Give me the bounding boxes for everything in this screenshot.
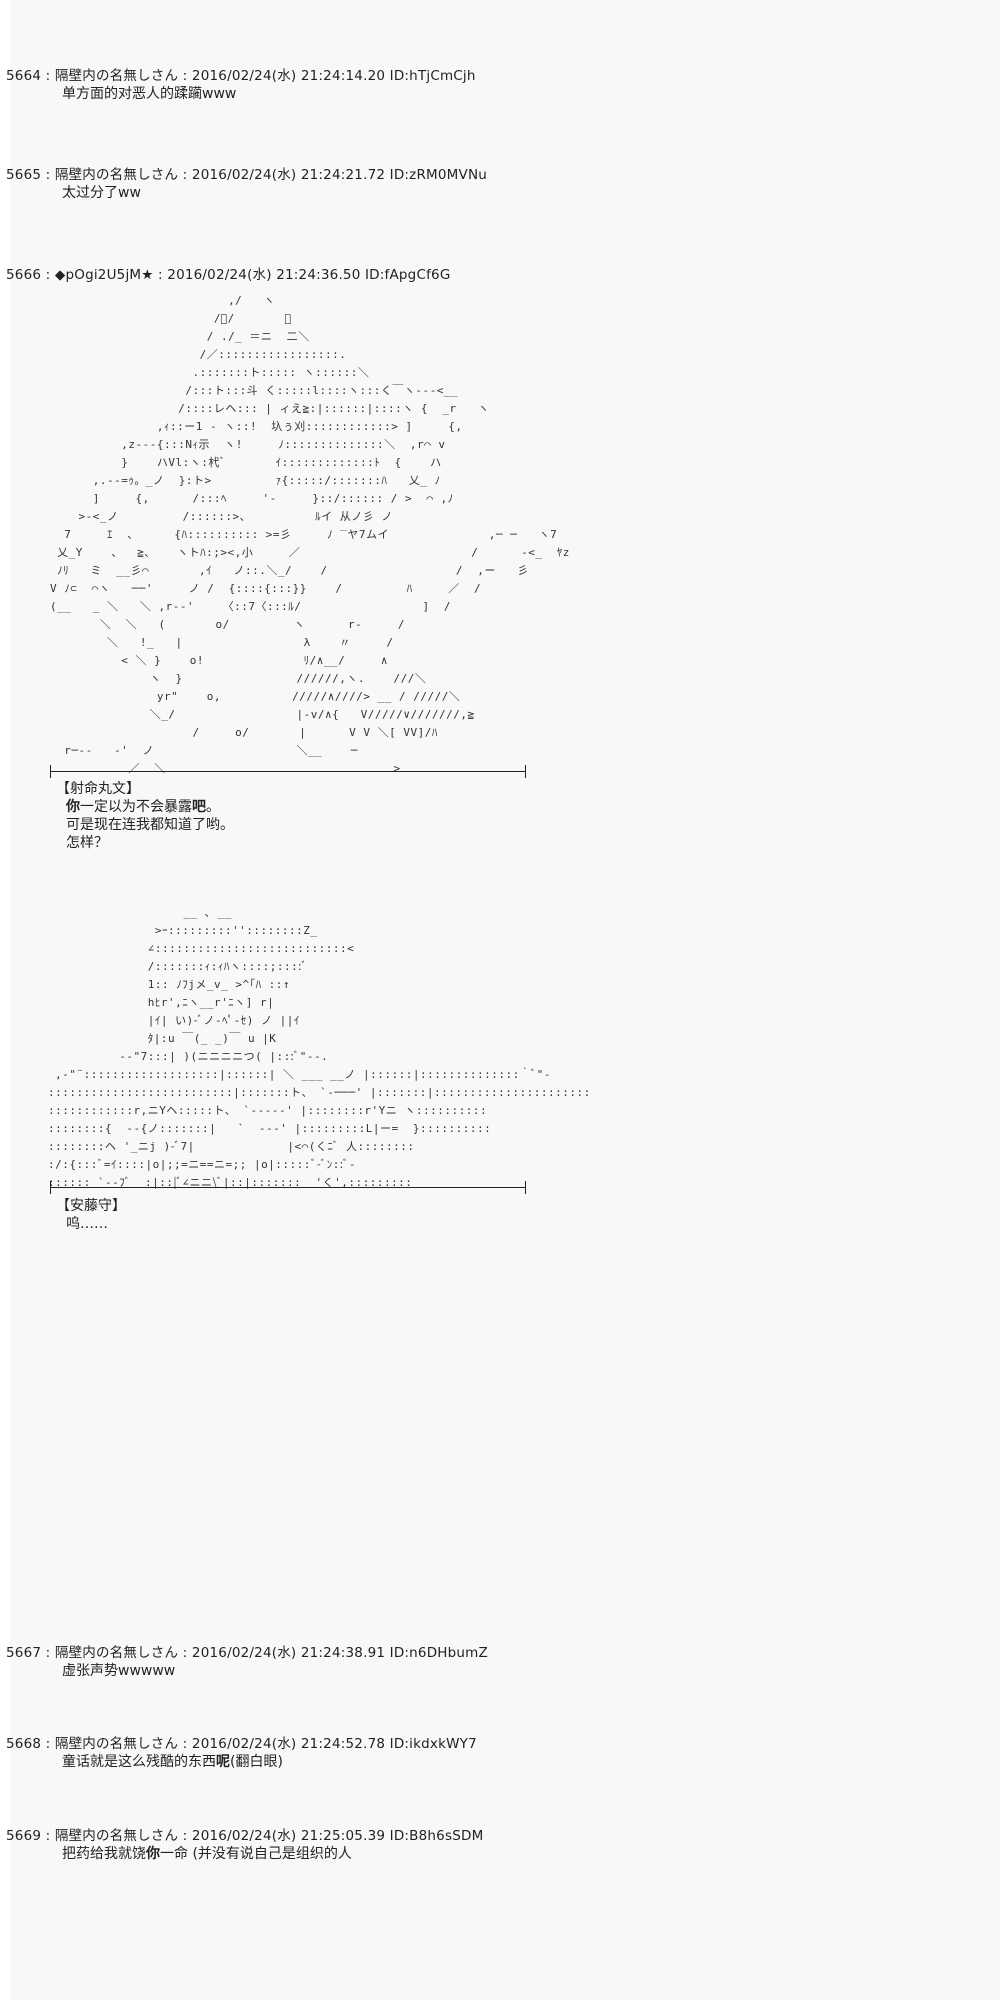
post-header: 5667 : 隔壁内の名無しさん : 2016/02/24(水) 21:24:3… — [6, 1645, 488, 1661]
speaker-name: 【安藤守】 — [56, 1198, 126, 1214]
post-header: 5668 : 隔壁内の名無しさん : 2016/02/24(水) 21:24:5… — [6, 1736, 477, 1752]
dialogue-line: 呜…… — [66, 1216, 108, 1232]
emphasis: 吧 — [192, 799, 206, 815]
divider-rule — [50, 765, 526, 778]
page-margin — [0, 0, 10, 2000]
post-body: 童话就是这么残酷的东西呢(翻白眼) — [62, 1751, 283, 1771]
emphasis: 你 — [66, 799, 80, 815]
speaker-name: 【射命丸文】 — [56, 781, 140, 797]
text: 一定以为不会暴露 — [80, 799, 192, 815]
text: 把药给我就饶 — [62, 1846, 146, 1862]
post-body: 虚张声势wwwww — [62, 1663, 176, 1679]
emphasis: 呢 — [216, 1754, 230, 1770]
dialogue-line: 你一定以为不会暴露吧。 — [56, 798, 234, 816]
text: 童话就是这么残酷的东西 — [62, 1754, 216, 1770]
ascii-art-scene-2: __ ､ __ >ｰ:::::::::''::::::::Z_ ∠:::::::… — [48, 906, 591, 1189]
post-header: 5666 : ◆pOgi2U5jM★ : 2016/02/24(水) 21:24… — [6, 267, 451, 283]
dialogue-aya: 【射命丸文】 你一定以为不会暴露吧。 可是现在连我都知道了哟。 怎样？ — [56, 780, 234, 852]
post-header: 5665 : 隔壁内の名無しさん : 2016/02/24(水) 21:24:2… — [6, 167, 488, 183]
text: (翻白眼) — [230, 1754, 283, 1770]
post-body: 单方面的对恶人的蹂躏www — [62, 86, 237, 102]
dialogue-line: 可是现在连我都知道了哟。 — [66, 817, 234, 833]
text: 一命 (并没有说自己是组织的人 — [160, 1846, 352, 1862]
emphasis: 你 — [146, 1846, 160, 1862]
ascii-art-scene-1: ,/ ヽ /ﾞ/ ＼ / ./_ ＝ニ 二＼ /／:::::::::::::::… — [50, 294, 570, 775]
post-body: 把药给我就饶你一命 (并没有说自己是组织的人 — [62, 1843, 352, 1863]
text: 。 — [206, 799, 220, 815]
dialogue-ando: 【安藤守】 呜…… — [56, 1197, 126, 1233]
post-header: 5664 : 隔壁内の名無しさん : 2016/02/24(水) 21:24:1… — [6, 68, 476, 84]
dialogue-line: 怎样？ — [66, 835, 108, 851]
post-body: 太过分了ww — [62, 185, 141, 201]
divider-rule — [50, 1181, 526, 1194]
post-header: 5669 : 隔壁内の名無しさん : 2016/02/24(水) 21:25:0… — [6, 1828, 484, 1844]
